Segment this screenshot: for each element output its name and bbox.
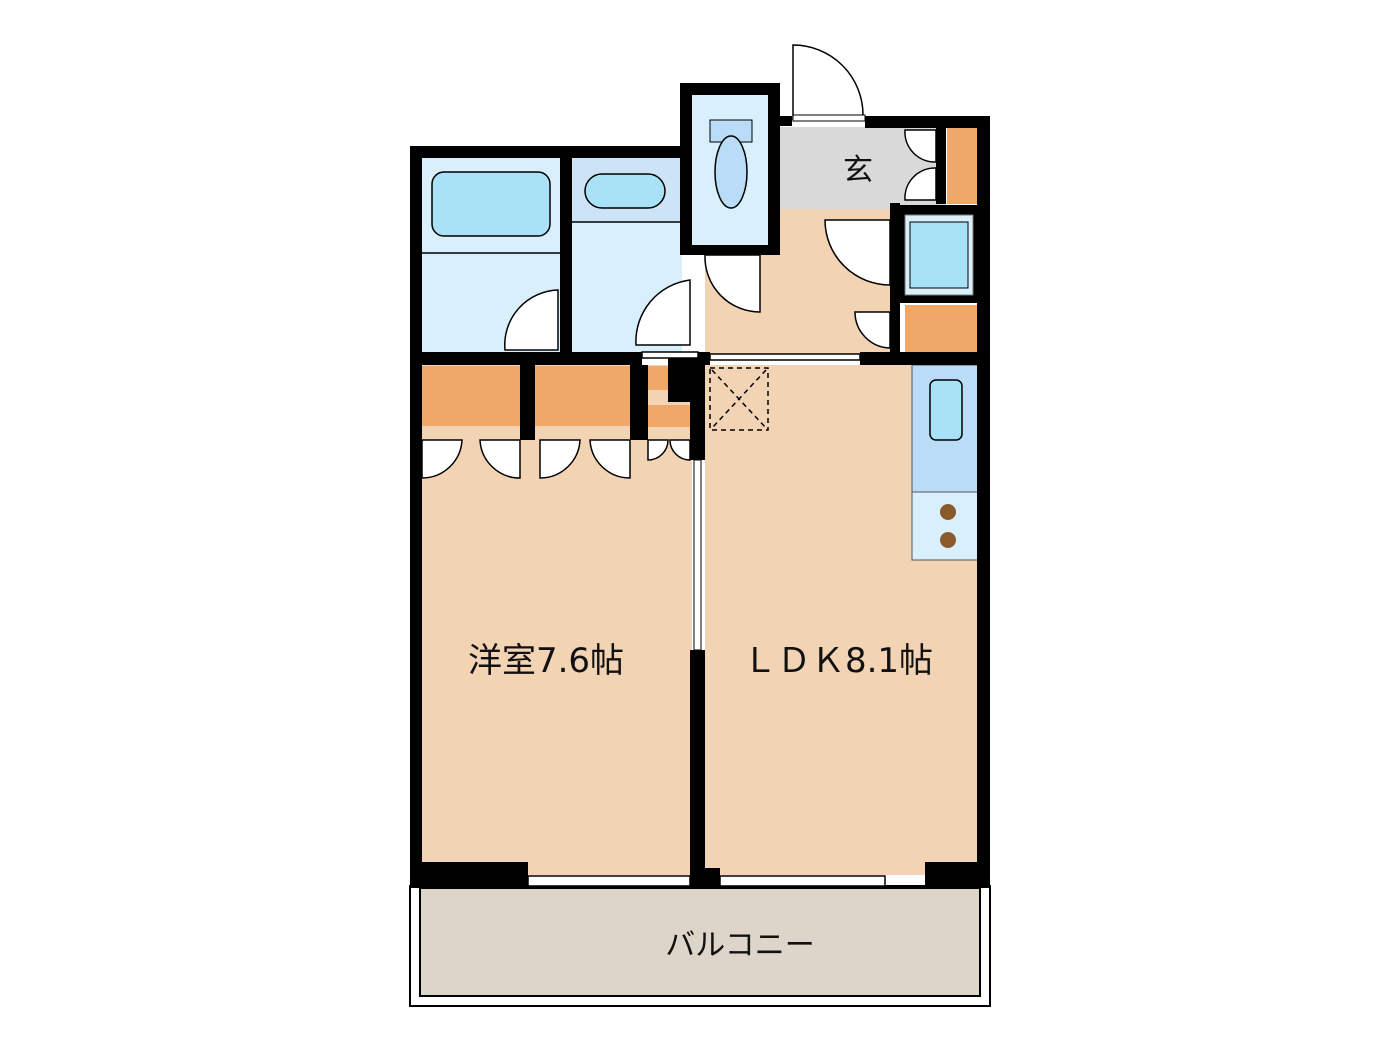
washbasin-icon: [584, 173, 666, 209]
kitchen-counter: [911, 364, 979, 561]
bedroom-label: 洋室7.6帖: [468, 641, 624, 681]
bedroom-window: [527, 875, 691, 887]
ldk-window: [719, 875, 886, 887]
small-closet-2: [648, 405, 690, 427]
ldk-label: ＬＤＫ8.1帖: [743, 641, 933, 681]
bedroom-closet-door-icon[interactable]: [539, 439, 581, 479]
hall-door-icon[interactable]: [824, 219, 891, 286]
door-swings: [421, 129, 937, 479]
shoe-closet: [947, 128, 977, 204]
bath-door-icon[interactable]: [504, 289, 559, 351]
stove-burner-icon: [940, 532, 956, 548]
balcony: バルコニー: [409, 885, 991, 1007]
shoe-closet-door-icon[interactable]: [904, 129, 937, 163]
bedroom-closet-door-icon[interactable]: [421, 439, 463, 479]
small-closet-1: [648, 366, 668, 390]
windows: [527, 351, 886, 887]
small-closet-door-icon[interactable]: [647, 439, 669, 461]
bathtub-icon: [431, 171, 551, 237]
walls: [410, 116, 990, 888]
bedroom-closet-door-icon[interactable]: [479, 439, 521, 479]
bedroom-closet-1: [422, 366, 520, 426]
toilet-room: [680, 83, 780, 255]
shoe-closet-door-icon[interactable]: [904, 167, 937, 201]
entrance-label: 玄: [843, 153, 873, 188]
bedroom-closet-2: [535, 366, 630, 426]
balcony-label: バルコニー: [665, 928, 814, 963]
sliding-door[interactable]: [693, 459, 702, 651]
closet-door-icon[interactable]: [854, 311, 891, 349]
ceiling-hatch: [709, 367, 769, 431]
bedroom-closet-door-icon[interactable]: [589, 439, 631, 479]
washing-machine-space: [898, 205, 978, 303]
washroom-door-icon[interactable]: [635, 279, 691, 346]
kitchen-sink-icon: [929, 379, 963, 441]
small-closet-door-icon[interactable]: [669, 439, 691, 461]
toilet-icon: [714, 135, 748, 209]
entrance-door-icon: [792, 44, 864, 120]
stove-burner-icon: [940, 504, 956, 520]
toilet-door-icon[interactable]: [704, 254, 761, 313]
hall-closet: [905, 305, 977, 353]
